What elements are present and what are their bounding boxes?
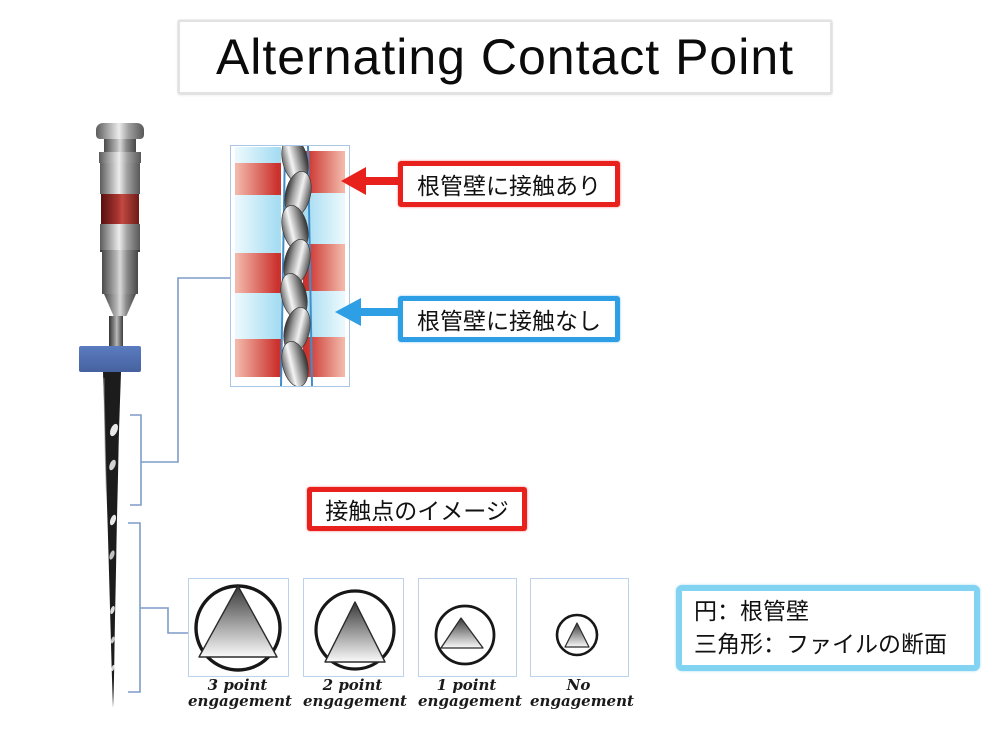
contact-points-heading: 接触点のイメージ <box>307 487 527 531</box>
file-handle-cap <box>96 123 144 139</box>
1-point-engagement-icon <box>434 604 496 666</box>
file-red-band <box>101 194 139 224</box>
engagement-box-none <box>530 578 629 677</box>
file-working-spiral <box>103 372 121 708</box>
no-engagement-icon <box>555 613 599 657</box>
legend-line-circle: 円：根管壁 <box>694 598 809 624</box>
3-point-engagement-icon <box>194 584 282 672</box>
blue-arrow-icon <box>335 298 399 326</box>
engagement-box-2point <box>303 578 404 677</box>
callout-bracket-lines <box>128 277 230 693</box>
file-handle-neck <box>104 139 136 152</box>
file-rubber-stopper <box>79 346 141 372</box>
canal-walls-and-file <box>280 146 313 386</box>
page-title: Alternating Contact Point <box>215 29 795 85</box>
engagement-caption: 2 point engagement <box>303 676 407 710</box>
legend-line-triangle: 三角形：ファイルの断面 <box>694 631 947 657</box>
file-handle-barrel <box>100 163 140 194</box>
2-point-engagement-icon <box>314 589 396 671</box>
file-handle-mid <box>100 224 140 252</box>
contact-no-label: 根管壁に接触なし <box>398 296 620 342</box>
contact-band <box>235 339 281 377</box>
engagement-caption: 3 point engagement <box>188 676 292 710</box>
contact-band <box>235 253 281 293</box>
engagement-box-3point <box>188 578 289 677</box>
file-handle-cone <box>104 294 136 316</box>
no-contact-band <box>235 293 281 339</box>
contact-yes-label: 根管壁に接触あり <box>398 161 620 207</box>
legend-box: 円：根管壁 三角形：ファイルの断面 <box>676 585 980 671</box>
no-contact-band <box>235 195 281 253</box>
file-shank <box>109 316 123 348</box>
engagement-box-1point <box>418 578 517 677</box>
red-arrow-icon <box>341 167 399 195</box>
engagement-caption: No engagement <box>530 676 634 710</box>
file-handle-lower <box>102 250 138 294</box>
no-contact-band <box>235 147 281 163</box>
contact-band <box>303 337 345 377</box>
file-handle-collar <box>99 152 141 163</box>
title-box: Alternating Contact Point <box>178 20 832 94</box>
canal-contact-diagram <box>230 145 350 387</box>
contact-band <box>235 163 281 195</box>
engagement-caption: 1 point engagement <box>418 676 522 710</box>
